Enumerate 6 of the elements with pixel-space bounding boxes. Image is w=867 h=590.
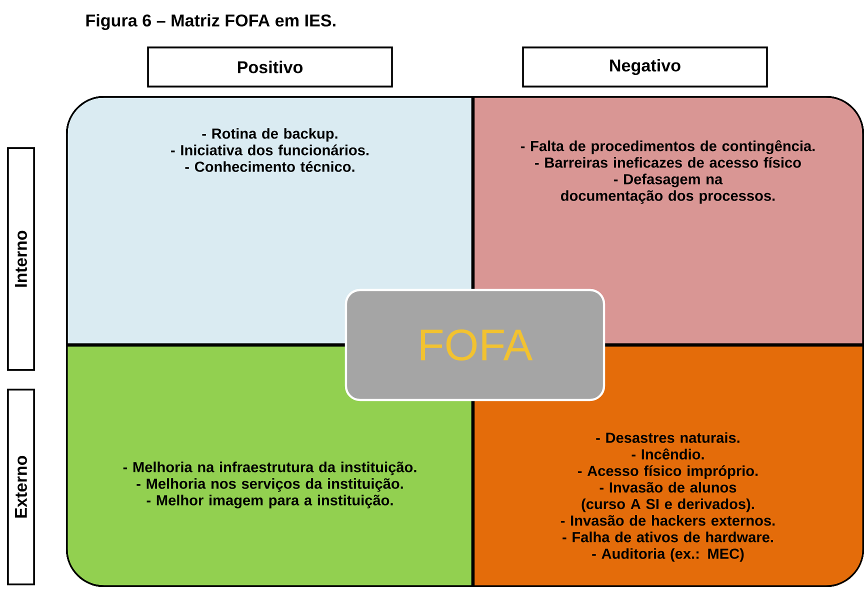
figure-title: Figura 6 – Matriz FOFA em IES. (86, 14, 336, 30)
center-box: FOFA (344, 288, 606, 402)
header-box: Negativo (522, 46, 768, 88)
header-box: Positivo (147, 46, 393, 88)
header-box: Externo (7, 388, 35, 586)
header-box: Interno (7, 147, 35, 371)
